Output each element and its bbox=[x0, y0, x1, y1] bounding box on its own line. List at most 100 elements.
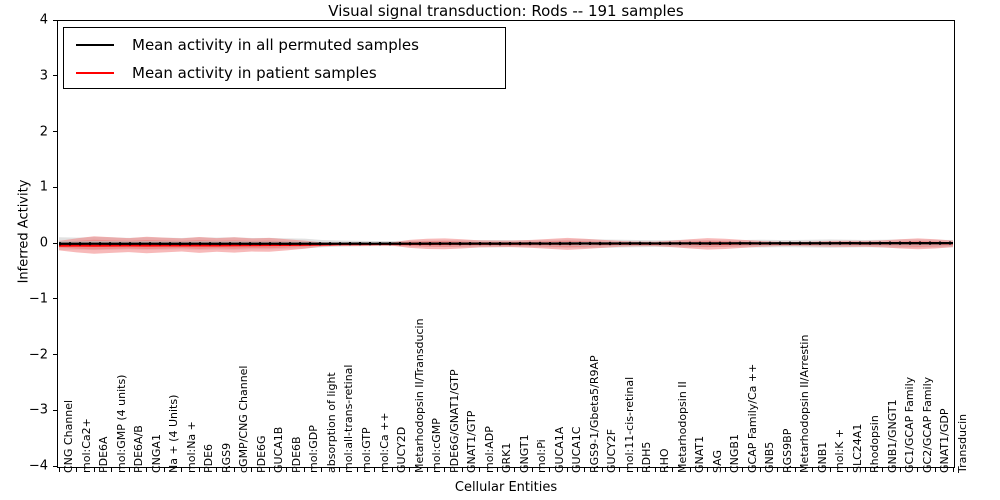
x-tick-mark bbox=[391, 467, 393, 472]
y-tick-label: −3 bbox=[28, 402, 48, 418]
x-tick-mark bbox=[864, 467, 866, 472]
x-tick-mark bbox=[549, 467, 551, 472]
x-tick-label: GC1/GCAP Family bbox=[903, 376, 917, 473]
x-tick-mark bbox=[847, 467, 849, 472]
x-tick-label: GRK1 bbox=[500, 442, 514, 473]
x-tick-label: CNG Channel bbox=[62, 399, 75, 473]
legend-label-patient: Mean activity in patient samples bbox=[132, 63, 377, 82]
x-tick-mark bbox=[777, 467, 779, 472]
x-tick-label: GNAT1/GDP bbox=[938, 408, 952, 473]
x-tick-mark bbox=[76, 467, 78, 472]
y-tick-label: 3 bbox=[39, 68, 48, 84]
legend-entry-permuted: Mean activity in all permuted samples bbox=[64, 31, 505, 58]
y-tick-label: −1 bbox=[28, 291, 48, 307]
x-tick-label: GNGT1 bbox=[517, 434, 531, 473]
x-tick-label: RGS9BP bbox=[780, 428, 794, 473]
x-tick-mark bbox=[444, 467, 446, 472]
x-tick-mark bbox=[163, 467, 165, 472]
x-tick-label: mol:all-trans-retinal bbox=[342, 364, 356, 473]
x-tick-label: PDE6A/B bbox=[132, 425, 146, 473]
x-tick-mark bbox=[707, 467, 709, 472]
x-tick-mark bbox=[58, 467, 60, 472]
x-tick-label: GUCY2F bbox=[605, 428, 619, 473]
y-tick-label: 1 bbox=[39, 179, 48, 195]
x-tick-label: Na + (4 Units) bbox=[167, 394, 181, 473]
y-tick-label: −4 bbox=[28, 458, 48, 474]
x-tick-label: GNAT1 bbox=[693, 435, 707, 473]
x-tick-label: SAG bbox=[710, 449, 724, 473]
x-tick-label: RDH5 bbox=[640, 441, 654, 473]
x-tick-label: Transducin bbox=[956, 413, 969, 473]
x-tick-mark bbox=[181, 467, 183, 472]
x-tick-mark bbox=[216, 467, 218, 472]
x-tick-label: RGS9 bbox=[219, 442, 233, 473]
x-tick-mark bbox=[426, 467, 428, 472]
x-tick-label: cGMP/CNG Channel bbox=[237, 365, 251, 474]
x-tick-mark bbox=[601, 467, 603, 472]
x-tick-label: mol:Ca2+ bbox=[79, 418, 93, 473]
x-tick-label: RGS9-1/Gbeta5/R9AP bbox=[587, 355, 601, 473]
x-tick-label: mol:GTP bbox=[360, 427, 373, 473]
legend: Mean activity in all permuted samples Me… bbox=[63, 27, 506, 89]
x-tick-label: CNGA1 bbox=[149, 434, 163, 473]
x-tick-mark bbox=[742, 467, 744, 472]
y-tick-mark bbox=[53, 75, 58, 77]
x-tick-label: GC2/GCAP Family bbox=[920, 376, 934, 473]
x-tick-mark bbox=[93, 467, 95, 472]
y-tick-label: 4 bbox=[39, 12, 48, 28]
x-tick-label: GNB1/GNGT1 bbox=[885, 399, 899, 473]
x-tick-label: PDE6B bbox=[289, 436, 303, 473]
x-tick-label: CNGB1 bbox=[728, 434, 742, 473]
x-tick-mark bbox=[356, 467, 358, 472]
y-tick-label: 0 bbox=[39, 235, 48, 251]
x-tick-mark bbox=[812, 467, 814, 472]
x-tick-label: GNB5 bbox=[763, 441, 777, 473]
x-tick-label: mol:11-cis-retinal bbox=[622, 376, 636, 473]
chart-title: Visual signal transduction: Rods -- 191 … bbox=[328, 2, 684, 20]
y-tick-mark bbox=[53, 186, 58, 188]
y-tick-mark bbox=[53, 354, 58, 355]
y-tick-label: 2 bbox=[39, 124, 48, 139]
x-tick-mark bbox=[654, 467, 656, 472]
x-tick-mark bbox=[917, 467, 919, 472]
x-tick-mark bbox=[829, 467, 831, 472]
x-tick-mark bbox=[672, 467, 674, 472]
legend-label-permuted: Mean activity in all permuted samples bbox=[132, 35, 419, 54]
x-tick-mark bbox=[268, 467, 270, 472]
y-tick-mark bbox=[53, 465, 58, 467]
plot-area bbox=[57, 20, 955, 468]
x-tick-mark bbox=[198, 467, 200, 472]
x-tick-label: PDE6A bbox=[97, 436, 111, 473]
x-tick-mark bbox=[338, 467, 340, 472]
x-tick-label: RHO bbox=[658, 448, 671, 473]
x-tick-mark bbox=[794, 467, 796, 472]
x-tick-mark bbox=[899, 467, 901, 472]
x-tick-mark bbox=[479, 467, 481, 472]
x-tick-label: mol:ADP bbox=[482, 426, 496, 473]
x-tick-label: Metarhodopsin II/Transducin bbox=[412, 318, 426, 473]
x-tick-mark bbox=[461, 467, 463, 472]
x-tick-label: absorption of light bbox=[324, 372, 338, 473]
x-tick-label: SLC24A1 bbox=[850, 423, 864, 473]
x-tick-label: GNB1 bbox=[815, 441, 829, 473]
x-tick-label: mol:GDP bbox=[307, 425, 321, 473]
x-tick-label: GCAP Family/Ca ++ bbox=[745, 363, 759, 473]
x-tick-mark bbox=[952, 467, 954, 472]
x-tick-mark bbox=[374, 467, 376, 472]
x-tick-label: Metarhodopsin II/Arrestin bbox=[798, 334, 812, 473]
x-tick-mark bbox=[566, 467, 568, 472]
y-tick-mark bbox=[53, 131, 58, 132]
legend-swatch-patient bbox=[76, 71, 114, 74]
x-tick-label: mol:cGMP bbox=[430, 418, 444, 473]
x-tick-label: GUCA1A bbox=[552, 426, 566, 473]
x-tick-mark bbox=[619, 467, 621, 472]
x-tick-mark bbox=[882, 467, 884, 472]
x-tick-mark bbox=[636, 467, 638, 472]
x-tick-mark bbox=[146, 467, 148, 472]
legend-swatch-permuted bbox=[76, 43, 114, 46]
x-tick-mark bbox=[111, 467, 113, 472]
x-tick-label: PDE6 bbox=[202, 443, 216, 473]
x-tick-mark bbox=[584, 467, 586, 472]
legend-entry-patient: Mean activity in patient samples bbox=[64, 59, 505, 86]
